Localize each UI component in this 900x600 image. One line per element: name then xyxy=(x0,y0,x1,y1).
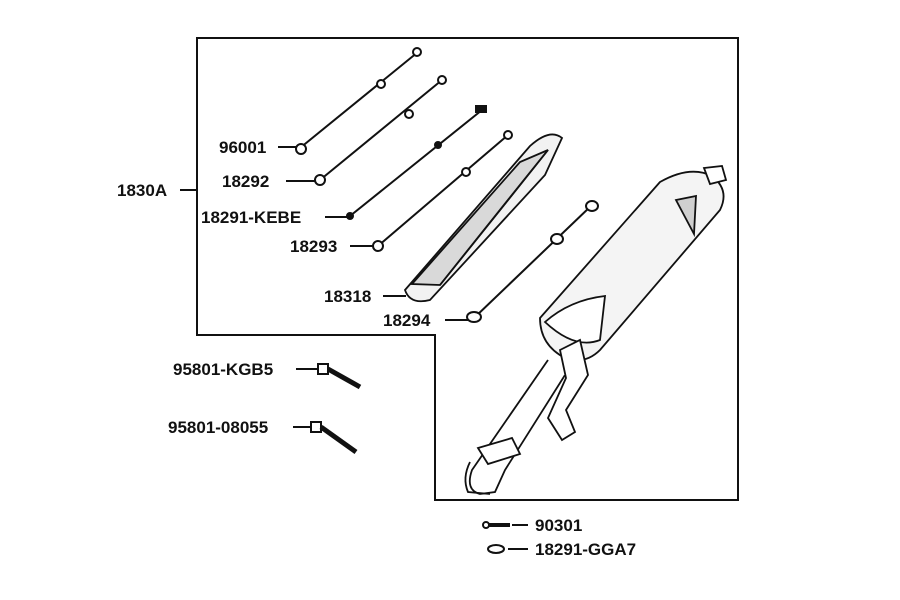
label-96001: 96001 xyxy=(219,138,267,157)
label-18318: 18318 xyxy=(324,287,372,306)
assembly-group-outline xyxy=(196,37,739,501)
small-parts xyxy=(482,521,510,554)
label-18294: 18294 xyxy=(383,311,431,330)
long-bolts xyxy=(310,363,362,455)
label-18293: 18293 xyxy=(290,237,338,256)
label-90301: 90301 xyxy=(535,516,583,535)
fasteners xyxy=(295,47,599,323)
label-95801-kgb5: 95801-KGB5 xyxy=(173,360,274,379)
label-18291-kebe: 18291-KEBE xyxy=(201,208,302,227)
label-95801-08055: 95801-08055 xyxy=(168,418,269,437)
label-18291-gga7: 18291-GGA7 xyxy=(535,540,637,559)
muffler xyxy=(464,165,728,495)
label-1830a: 1830A xyxy=(117,181,168,200)
label-18292: 18292 xyxy=(222,172,270,191)
heat-shield xyxy=(403,133,564,303)
